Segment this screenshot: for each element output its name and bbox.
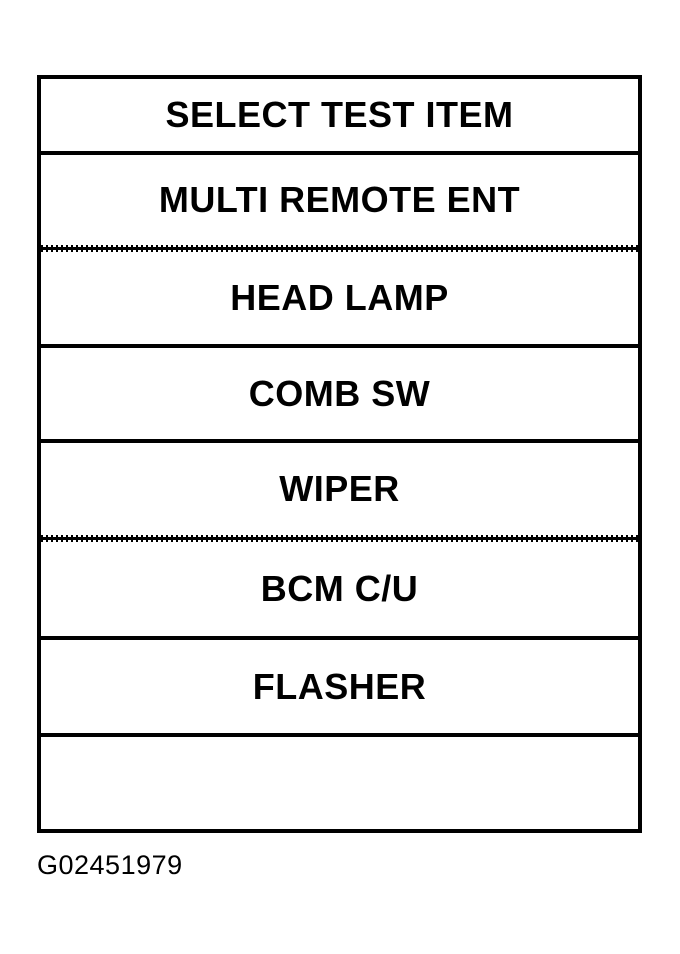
test-item-menu: SELECT TEST ITEM MULTI REMOTE ENT HEAD L… (37, 75, 642, 833)
figure-id-label: G02451979 (37, 850, 183, 880)
menu-empty-row (41, 737, 638, 829)
menu-item-wiper[interactable]: WIPER (279, 468, 400, 509)
dotted-separator (41, 245, 638, 252)
menu-item-head-lamp[interactable]: HEAD LAMP (41, 252, 638, 348)
menu-item-multi-remote-ent[interactable]: MULTI REMOTE ENT (158, 179, 521, 220)
menu-item-flasher[interactable]: FLASHER (41, 640, 638, 737)
dotted-separator (41, 535, 638, 542)
menu-item-bcm-cu[interactable]: BCM C/U (41, 542, 638, 640)
menu-item-comb-sw[interactable]: COMB SW (41, 348, 638, 443)
menu-title-row: SELECT TEST ITEM (41, 79, 638, 155)
